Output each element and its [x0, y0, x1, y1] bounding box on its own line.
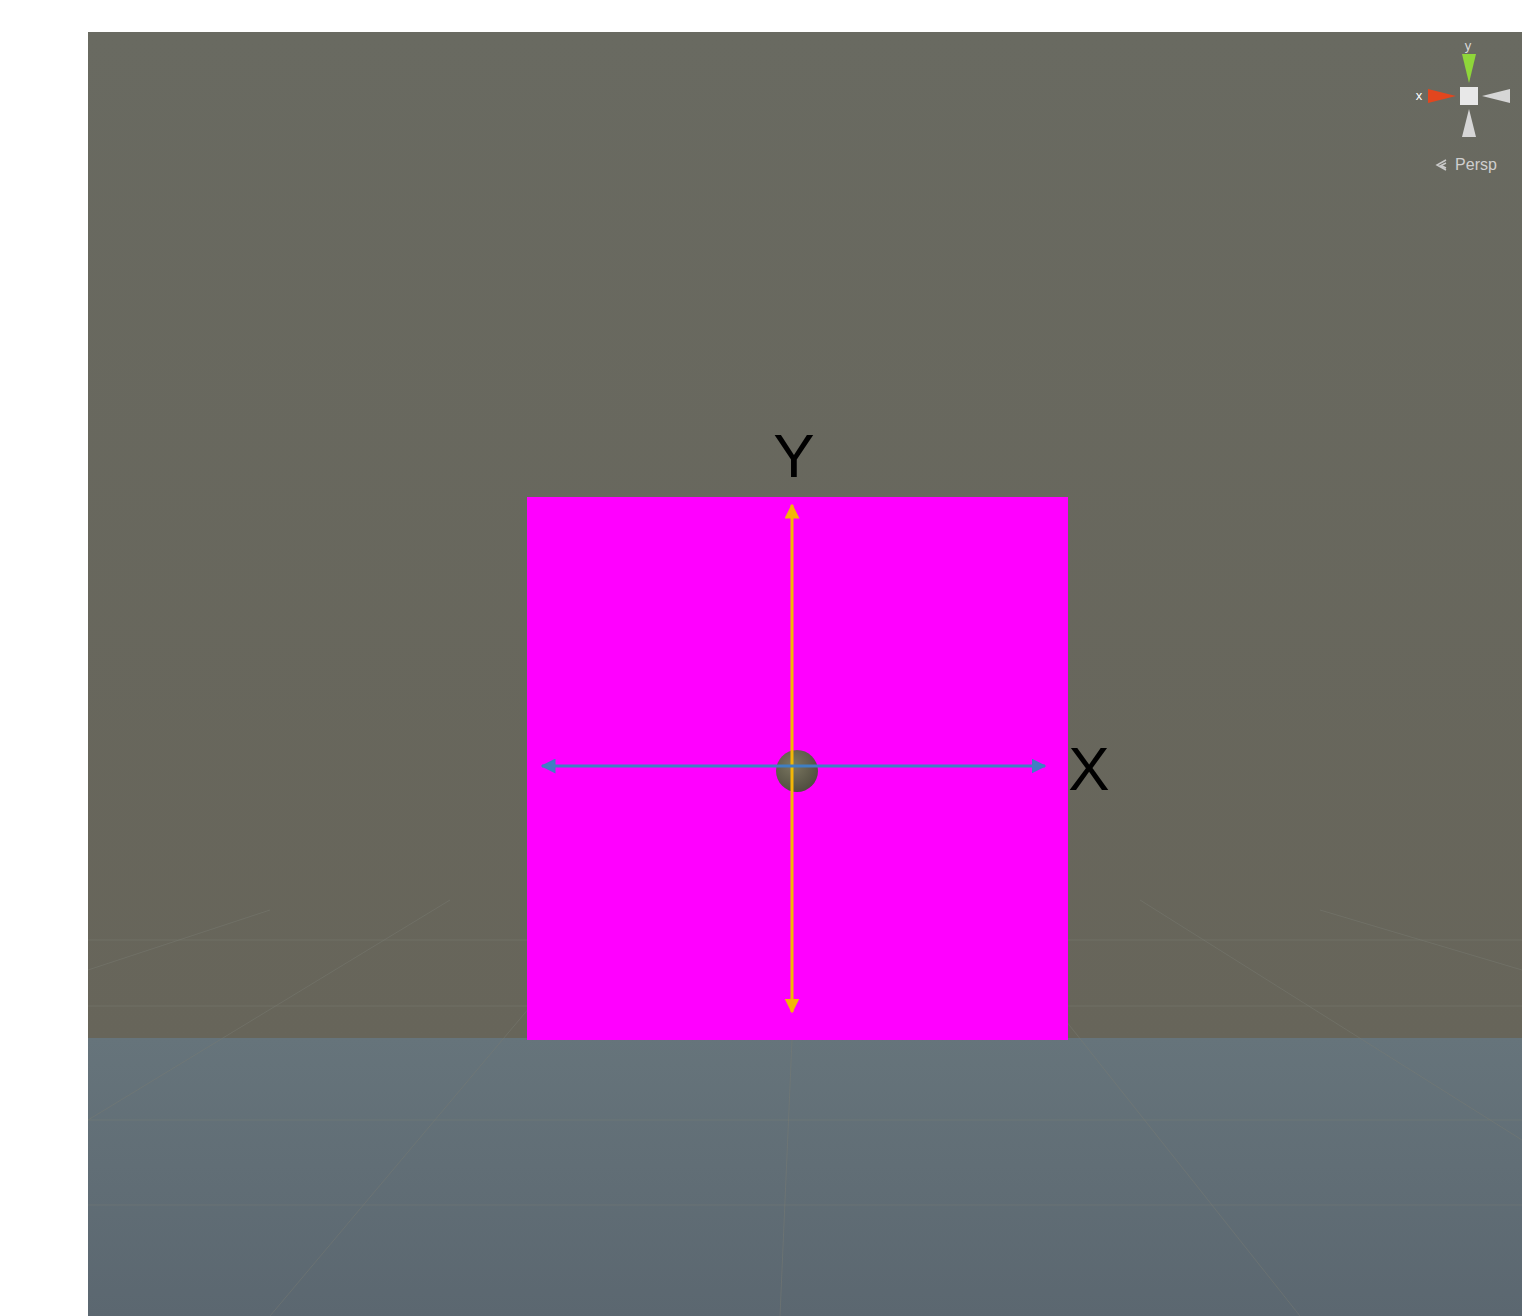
magenta-quad: [527, 497, 1068, 1040]
y-axis-arrow: [791, 505, 794, 1012]
orientation-gizmo: [1428, 54, 1510, 170]
projection-label: Persp: [1455, 157, 1497, 173]
axis-label: X: [1068, 738, 1109, 800]
sky-background: [88, 32, 1522, 1040]
x-axis-arrow: [542, 765, 1045, 768]
gizmo-axis-label: y: [1465, 39, 1472, 52]
origin-sphere: [776, 750, 818, 792]
axis-label: Y: [773, 425, 814, 487]
gizmo-axis-label: x: [1416, 89, 1423, 102]
ground-plane: [88, 1038, 1522, 1316]
